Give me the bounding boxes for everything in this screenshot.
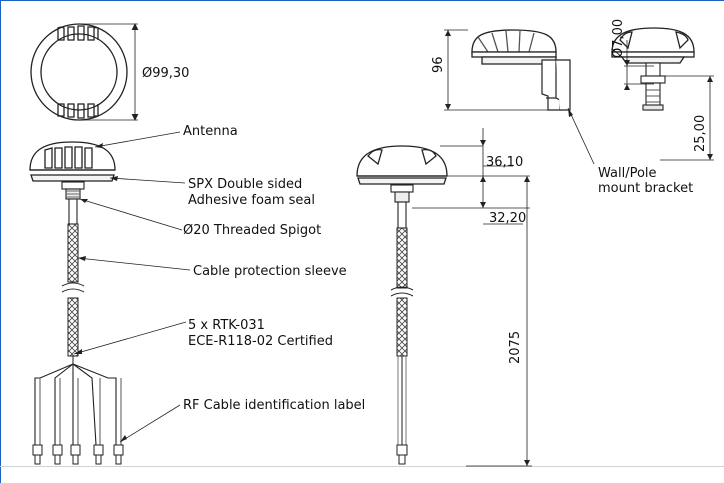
leader-arrowheads: [74, 143, 127, 442]
left-seal-and-spigot: [61, 181, 85, 225]
dim-bracket-length: 25,00: [693, 115, 708, 152]
left-cable-fanout: [34, 363, 122, 446]
label-rf-cable: RF Cable identification label: [183, 398, 365, 413]
dim-dome-height: 36,10: [486, 155, 523, 170]
label-antenna: Antenna: [183, 124, 238, 139]
middle-dimension-arrows: [480, 140, 530, 466]
label-cert-2: ECE-R118-02 Certified: [188, 334, 333, 349]
label-seal-1: SPX Double sided: [188, 177, 302, 192]
front-view-bracket: [640, 62, 666, 111]
top-view-antenna: [30, 23, 128, 121]
label-bracket-1: Wall/Pole: [598, 166, 657, 181]
front-view-antenna: [611, 27, 695, 64]
label-bracket-2: mount bracket: [598, 181, 693, 196]
label-seal-2: Adhesive foam seal: [188, 193, 315, 208]
dim-spigot-height: 32,20: [489, 211, 526, 226]
dim-cable-length: 2075: [508, 331, 523, 364]
middle-spigot: [390, 184, 414, 229]
left-leaders: [73, 131, 191, 443]
diameter-value: Ø99,30: [142, 66, 189, 81]
side-view-dimension-arrows: [445, 30, 451, 110]
diameter-dimension: [80, 23, 139, 121]
front-view-dimension-arrows: [624, 60, 713, 160]
bottom-divider: [0, 466, 724, 467]
middle-antenna-dome: [356, 145, 448, 185]
side-view-antenna: [471, 29, 557, 65]
left-cable: [61, 223, 85, 364]
dim-side-height: 96: [431, 56, 446, 73]
left-connectors: [32, 444, 124, 465]
wall-pole-bracket: [541, 59, 571, 111]
label-cert-1: 5 x RTK-031: [188, 318, 265, 333]
bracket-leader-arrow: [568, 108, 573, 117]
left-antenna-dome: [29, 141, 116, 182]
bracket-leader: [567, 107, 595, 165]
label-sleeve: Cable protection sleeve: [193, 264, 347, 279]
dim-bracket-diameter: Ø7,00: [611, 19, 626, 58]
label-spigot: Ø20 Threaded Spigot: [183, 223, 321, 238]
middle-cable: [390, 227, 414, 465]
